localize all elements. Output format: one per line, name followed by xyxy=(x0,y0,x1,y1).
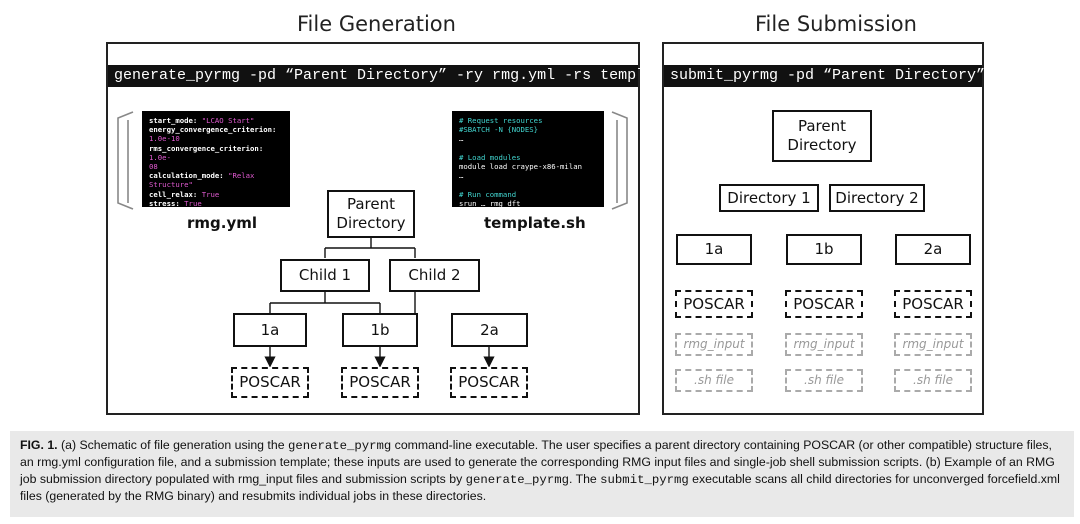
generation-title: File Generation xyxy=(297,12,456,36)
gen-poscar-2a: POSCAR xyxy=(450,367,528,398)
sub-poscar-1a: POSCAR xyxy=(675,290,753,318)
gen-child-2: Child 2 xyxy=(389,259,480,292)
sub-sh-file-1a: .sh file xyxy=(675,369,753,392)
sh-line: # Request resources xyxy=(459,116,543,125)
generate-command: generate_pyrmg -pd “Parent Directory” -r… xyxy=(108,65,699,87)
caption-text-1: (a) Schematic of file generation using t… xyxy=(57,438,288,452)
yml-line: rms_convergence_criterion: 1.0e- xyxy=(149,143,268,162)
submit-command: submit_pyrmg -pd “Parent Directory” -s xyxy=(664,65,1012,87)
submission-title: File Submission xyxy=(755,12,917,36)
sh-line: srun … rmg_dft xyxy=(459,198,521,208)
gen-node-2a: 2a xyxy=(451,313,528,347)
sh-line: # Load modules xyxy=(459,152,521,162)
gen-poscar-1b: POSCAR xyxy=(341,367,419,398)
sub-rmg-input-2a: rmg_input xyxy=(894,333,972,356)
sh-line: # Run command xyxy=(459,189,517,199)
yml-line: 08 xyxy=(149,162,158,172)
sh-line: module load craype-x86-milan xyxy=(459,162,583,172)
caption-code-2: generate_pyrmg xyxy=(465,472,569,487)
yml-line: start_mode: "LCAO Start" xyxy=(149,116,255,125)
yml-line: calculation_mode: "Relax xyxy=(149,171,255,181)
gen-parent-directory: Parent Directory xyxy=(327,190,415,238)
template-sh-code: # Request resources#SBATCH -N {NODES}… #… xyxy=(452,111,604,208)
sub-sh-file-1b: .sh file xyxy=(785,369,863,392)
submission-panel xyxy=(662,42,984,415)
sh-line: … xyxy=(459,171,464,181)
caption-text-3: . The xyxy=(568,471,601,486)
yml-line: Structure" xyxy=(149,180,193,190)
sub-directory-1: Directory 1 xyxy=(719,184,819,212)
gen-child-1: Child 1 xyxy=(280,259,370,292)
caption-text-2: command-line executable. The user specif… xyxy=(20,438,1055,486)
rmg-yml-label: rmg.yml xyxy=(187,214,258,232)
sub-directory-2: Directory 2 xyxy=(829,184,925,212)
sh-line: … xyxy=(459,134,464,144)
sub-rmg-input-1b: rmg_input xyxy=(785,333,863,356)
sh-line: #SBATCH -N {NODES} xyxy=(459,125,539,135)
caption-fig-label: FIG. 1. xyxy=(20,438,58,452)
sub-poscar-2a: POSCAR xyxy=(894,290,972,318)
yml-line: cell_relax: True xyxy=(149,189,220,199)
gen-node-1a: 1a xyxy=(233,313,307,347)
caption-code-1: generate_pyrmg xyxy=(287,439,392,453)
right-bracket xyxy=(611,111,628,210)
sub-sh-file-2a: .sh file xyxy=(894,369,972,392)
sub-rmg-input-1a: rmg_input xyxy=(675,333,753,356)
sub-node-1a: 1a xyxy=(676,234,752,265)
sub-parent-directory: Parent Directory xyxy=(772,110,872,162)
yml-line: energy_convergence_criterion: xyxy=(149,125,277,135)
yml-line: stress: True xyxy=(149,198,202,208)
left-bracket xyxy=(117,111,134,210)
gen-poscar-1a: POSCAR xyxy=(231,367,309,398)
rmg-yml-code: start_mode: "LCAO Start"energy_convergen… xyxy=(142,111,290,208)
yml-line: 1.0e-10 xyxy=(149,134,180,144)
template-sh-label: template.sh xyxy=(484,214,586,232)
sub-node-1b: 1b xyxy=(786,234,862,265)
sub-node-2a: 2a xyxy=(895,234,971,265)
gen-node-1b: 1b xyxy=(342,313,418,347)
sub-poscar-1b: POSCAR xyxy=(785,290,863,318)
caption-text-4: executable scans all child directories f… xyxy=(20,471,1060,504)
figure-caption: FIG. 1. (a) Schematic of file generation… xyxy=(10,431,1074,517)
caption-code-3: submit_pyrmg xyxy=(600,472,689,487)
